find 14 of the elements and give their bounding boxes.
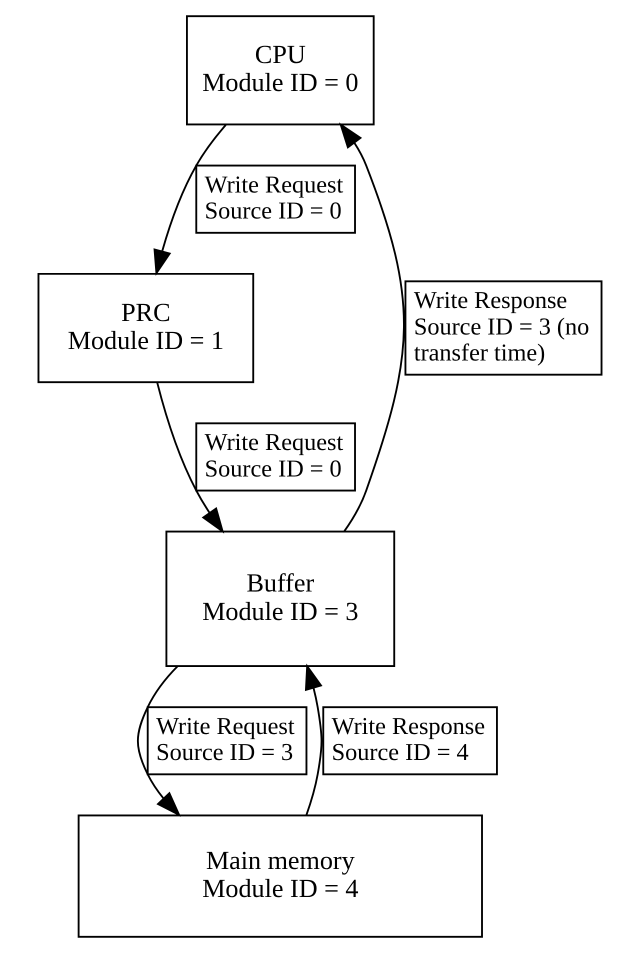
node-box: Main memory Module ID = 4 [78,814,483,938]
node-box: Buffer Module ID = 3 [165,530,396,667]
arrow [156,382,224,534]
node-box: CPU Module ID = 0 [186,15,375,126]
arrow [304,663,323,816]
node-box: PRC Module ID = 1 [38,272,254,384]
edge-label: Write Request Source ID = 0 [204,171,344,225]
edge-label: Write Response Source ID = 4 [332,713,486,766]
edge-label: Write Request Source ID = 3 [156,713,295,766]
arrow [154,124,227,276]
edge-label: Write Response Source ID = 3 (no transfer time) [414,287,590,367]
arrow [339,122,405,532]
edge-label: Write Request Source ID = 0 [204,429,344,482]
arrow [136,666,182,817]
